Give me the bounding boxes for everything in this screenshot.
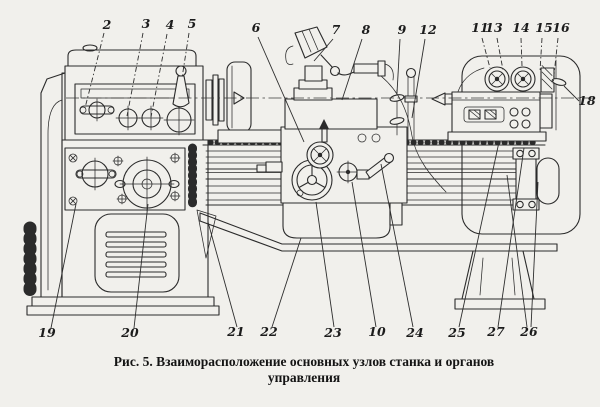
handwheel-left: [484, 66, 510, 92]
callout-18: 18: [578, 93, 596, 108]
upper-handwheel: [306, 141, 334, 169]
apron: [282, 202, 391, 239]
leader-line-3: [126, 32, 144, 117]
leader-line-2: [84, 32, 105, 109]
leader-line-18: [563, 85, 580, 102]
leader-line-14: [520, 37, 523, 67]
gear-lever: [172, 65, 190, 108]
leader-line-24: [380, 163, 414, 328]
leader-line-16: [552, 37, 559, 85]
panel-bolts: [68, 152, 181, 206]
leader-line-12: [411, 38, 426, 119]
leader-line-7: [313, 38, 334, 62]
tailstock-base: [447, 131, 547, 142]
dead-center: [431, 92, 446, 106]
leader-line-9: [396, 38, 401, 94]
leader-line-5: [181, 32, 190, 79]
tailstock: [431, 65, 567, 142]
feed-gearbox-panel: [64, 147, 186, 211]
lamp-arm-pipe: [353, 63, 381, 74]
callout-7: 7: [332, 22, 341, 37]
leader-line-25: [458, 141, 500, 328]
headstock-panel: [74, 83, 196, 135]
leader-line-23: [315, 201, 335, 328]
cross-slide: [284, 98, 378, 130]
callout-14: 14: [512, 20, 529, 35]
leader-line-19: [50, 203, 77, 329]
lathe-diagram: 2345678912111314151618192021222310242527…: [23, 16, 596, 340]
leader-line-15: [539, 37, 543, 72]
leader-line-6: [257, 36, 305, 143]
carriage: [217, 26, 447, 239]
feed-dial: [114, 156, 180, 212]
speed-knob-3: [163, 104, 195, 136]
cross-feed-knob: [336, 160, 360, 184]
callout-26: 26: [519, 324, 538, 339]
headstock-cabinet: [23, 44, 220, 316]
work-lamp: [285, 26, 394, 81]
feed-lever: [356, 152, 395, 180]
speed-knob-2: [138, 105, 164, 131]
callout-15: 15: [535, 20, 552, 35]
leader-line-22: [271, 237, 302, 328]
clamp-block: [540, 65, 567, 93]
callout-4: 4: [166, 17, 175, 32]
feed-gear-housing: [536, 157, 560, 205]
callout-24: 24: [405, 325, 423, 340]
leader-line-11: [481, 37, 491, 69]
callout-13: 13: [485, 20, 503, 35]
callout-16: 16: [552, 20, 570, 35]
callout-9: 9: [398, 22, 407, 37]
leader-line-10: [351, 181, 377, 328]
right-leg: [454, 250, 546, 310]
lamp-hook: [285, 45, 294, 65]
headstock-cover: [67, 49, 197, 67]
callout-11: 11: [471, 20, 488, 35]
leader-line-8: [341, 38, 363, 101]
callout-3: 3: [142, 16, 151, 31]
figure-caption: Рис. 5. Взаиморасположение основных узло…: [0, 354, 600, 385]
callout-27: 27: [486, 324, 505, 339]
leader-line-4: [150, 33, 168, 118]
callout-6: 6: [252, 20, 261, 35]
leader-line-20: [133, 203, 149, 329]
feed-knob-bar: [75, 157, 117, 191]
callout-12: 12: [419, 22, 437, 37]
bed-end-bracket: [512, 147, 560, 211]
callout-20: 20: [120, 325, 139, 340]
callout-25: 25: [447, 325, 465, 340]
lamp-shade: [294, 26, 328, 59]
arrow-handle: [319, 119, 329, 129]
callout-8: 8: [362, 22, 371, 37]
caption-line-2: управления: [267, 369, 341, 385]
clamp-handle: [551, 78, 567, 86]
handwheel-right: [510, 66, 536, 92]
leader-line-21: [207, 221, 238, 328]
caption-line-1: Рис. 5. Взаиморасположение основных узло…: [113, 354, 495, 369]
callout-22: 22: [259, 324, 278, 339]
callout-2: 2: [102, 17, 112, 32]
louver-vent: [94, 213, 180, 293]
leader-line-26: [506, 174, 528, 328]
compound-rest: [304, 65, 323, 82]
speed-knob-bar: [79, 98, 115, 122]
quill: [444, 93, 453, 105]
leader-line-26: [530, 181, 539, 328]
chip-pan: [196, 209, 558, 259]
cabinet-left-column: [40, 72, 66, 298]
leader-line-13: [496, 37, 504, 71]
apron-handwheel: [291, 159, 333, 201]
selector-rods: [389, 67, 418, 143]
callout-23: 23: [323, 325, 342, 340]
spindle-chuck: [205, 61, 252, 133]
leader-line-27: [497, 147, 525, 328]
callout-21: 21: [226, 324, 244, 339]
callout-10: 10: [368, 324, 386, 339]
callout-5: 5: [188, 16, 197, 31]
callout-19: 19: [38, 325, 56, 340]
coolant-hose: [380, 75, 447, 193]
saddle-wing: [217, 129, 283, 144]
